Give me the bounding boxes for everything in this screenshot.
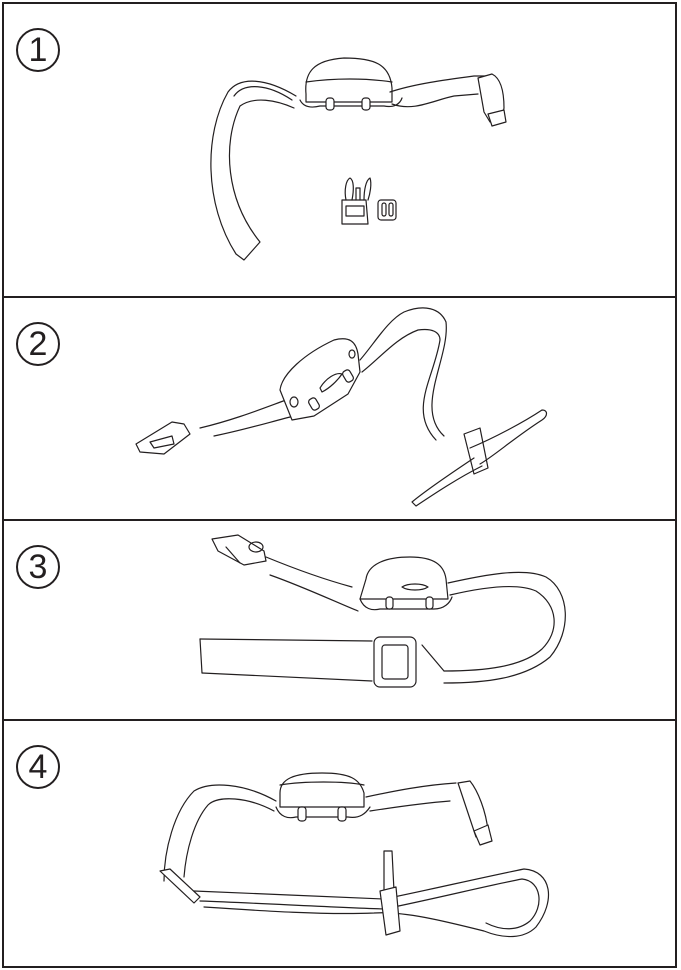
collar-with-loose-parts-illustration	[210, 57, 507, 261]
step-1-badge: 1	[16, 28, 60, 72]
step-4-panel: 4	[2, 719, 677, 968]
step-3-panel: 3	[2, 519, 677, 721]
assembled-collar-illustration	[159, 772, 550, 938]
strap-looped-illustration	[199, 534, 566, 688]
strap-through-slider-illustration	[135, 307, 548, 507]
step-2-panel: 2	[2, 296, 677, 521]
step-1-panel: 1	[2, 2, 677, 298]
step-2-badge: 2	[16, 322, 60, 366]
step-4-badge: 4	[16, 745, 60, 789]
step-3-badge: 3	[16, 545, 60, 589]
